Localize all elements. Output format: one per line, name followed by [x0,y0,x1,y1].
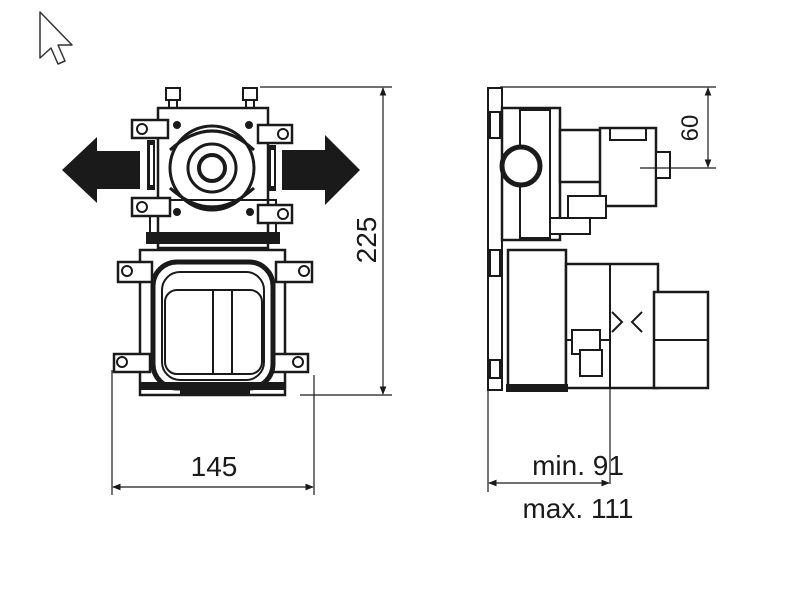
side-view [487,87,710,392]
max-depth-label: max. 111 [522,493,633,524]
front-dimensions [111,86,392,495]
arrow-left-icon [62,137,140,203]
side-dimensions [487,86,716,492]
arrow-cursor-icon [39,11,73,65]
min-depth-label: min. 91 [532,450,624,481]
top-depth-dimension-label: 60 [677,115,704,142]
front-view [62,87,360,397]
width-dimension-label: 145 [191,451,238,482]
arrow-right-icon [282,135,360,205]
height-dimension-label: 225 [351,217,382,264]
